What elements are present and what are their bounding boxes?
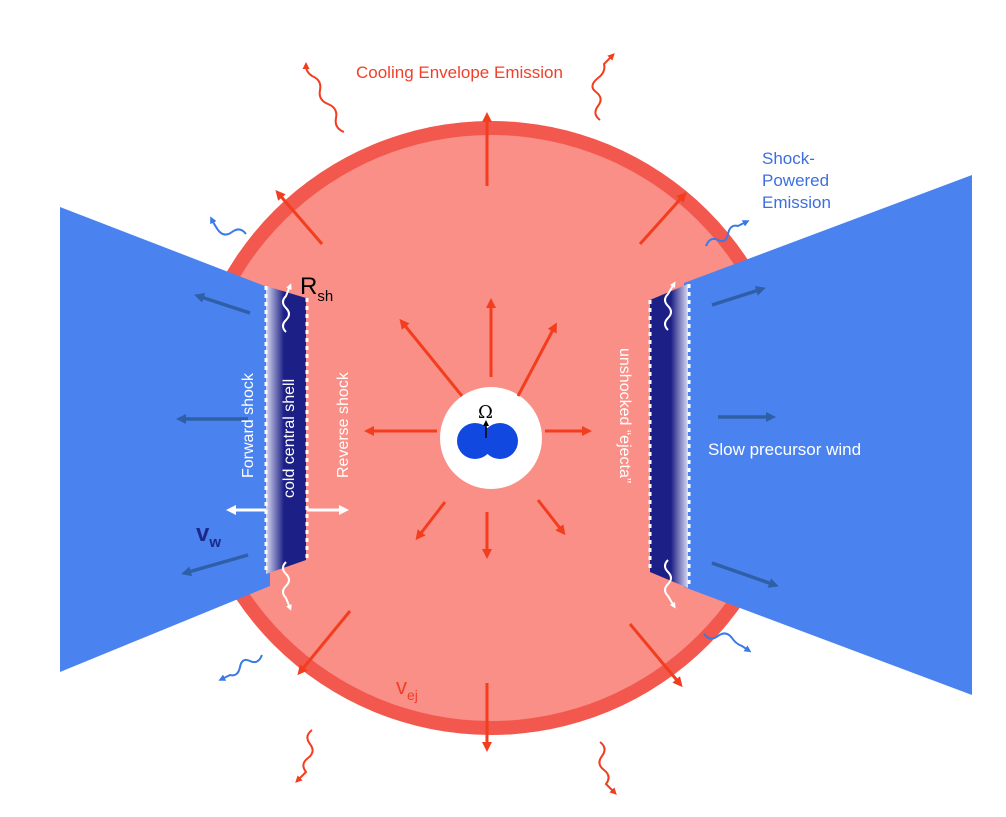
squiggle-left-bottom bbox=[282, 561, 292, 611]
wind-arrow-right-upper bbox=[711, 286, 766, 307]
photon-blue-top-left bbox=[210, 216, 247, 236]
binary-star-right bbox=[482, 423, 518, 459]
right-cold-shell bbox=[650, 284, 688, 588]
ejecta-arrow-outer-sse bbox=[628, 623, 683, 688]
shock-powered-emission-label-2: Powered bbox=[762, 171, 829, 190]
right-wind-wedge bbox=[684, 175, 972, 695]
squiggle-left-top bbox=[282, 283, 292, 333]
r-sh-subscript: sh bbox=[317, 288, 333, 305]
r-sh-main: R bbox=[300, 273, 317, 300]
shock-photons bbox=[210, 216, 752, 681]
inner-ejecta-arrows bbox=[364, 298, 592, 559]
binary-star-left bbox=[457, 423, 493, 459]
ejecta-arrow-outer-nnw bbox=[275, 189, 324, 245]
v-w-subscript: w bbox=[208, 534, 221, 551]
ejecta-arrow-inner-se bbox=[536, 499, 566, 536]
ejecta-arrow-inner-sw bbox=[415, 501, 447, 541]
photon-red-bottom-right bbox=[598, 741, 617, 795]
photon-blue-top-right bbox=[705, 220, 750, 247]
omega-label: Ω bbox=[478, 402, 493, 423]
ejecta-arrow-inner-nw bbox=[399, 318, 464, 397]
shock-powered-emission-label-1: Shock- bbox=[762, 149, 815, 168]
r-sh-label: Rsh bbox=[300, 273, 333, 305]
shell-emission-squiggles bbox=[282, 281, 676, 611]
photon-blue-bottom-left bbox=[218, 654, 263, 681]
v-ej-subscript: ej bbox=[407, 687, 418, 703]
v-ej-main: v bbox=[396, 674, 407, 699]
ejecta-arrow-outer-ssw bbox=[297, 610, 352, 676]
photon-red-top-left bbox=[302, 62, 345, 133]
wind-arrow-right-lower bbox=[711, 561, 779, 588]
ejecta-arrow-outer-nne bbox=[638, 192, 687, 246]
squiggle-right-bottom bbox=[664, 559, 676, 609]
wind-arrow-left-lower bbox=[181, 553, 249, 577]
photon-red-bottom-left bbox=[295, 729, 314, 783]
squiggle-right-top bbox=[664, 281, 676, 331]
slow-precursor-wind-label: Slow precursor wind bbox=[708, 440, 861, 459]
cooling-photons bbox=[295, 53, 617, 795]
photon-blue-bottom-right bbox=[703, 632, 752, 653]
left-wind-wedge bbox=[60, 207, 270, 672]
forward-shock-label: Forward shock bbox=[240, 372, 257, 478]
cold-central-shell-label: cold central shell bbox=[281, 379, 298, 498]
wind-arrow-left-upper bbox=[194, 293, 251, 315]
unshocked-ejecta-label: unshocked “ejecta” bbox=[616, 348, 633, 483]
outer-ejecta-arrows bbox=[275, 112, 687, 752]
cooling-envelope-emission-label: Cooling Envelope Emission bbox=[356, 63, 563, 82]
v-w-label: vw bbox=[196, 520, 221, 551]
v-ej-label: vej bbox=[396, 674, 418, 703]
photon-red-top-right bbox=[591, 53, 615, 121]
left-cold-shell bbox=[266, 286, 306, 574]
ejecta-arrow-inner-ne bbox=[516, 322, 557, 397]
v-w-main: v bbox=[196, 520, 210, 547]
shock-powered-emission-label-3: Emission bbox=[762, 193, 831, 212]
reverse-shock-label: Reverse shock bbox=[335, 371, 352, 478]
wind-arrows bbox=[176, 286, 779, 588]
